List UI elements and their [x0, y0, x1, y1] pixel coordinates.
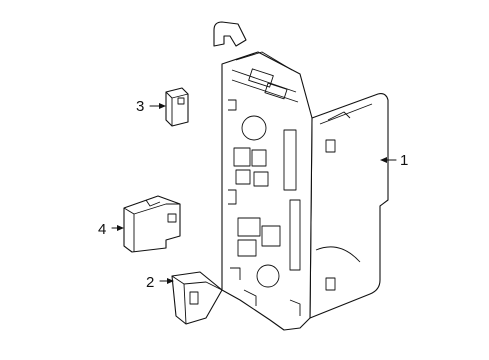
callout-3: 3 — [136, 98, 166, 115]
callout-label-3: 3 — [136, 98, 144, 115]
part-4-module — [123, 195, 181, 253]
callout-1: 1 — [380, 152, 408, 169]
callout-label-1: 1 — [400, 152, 408, 169]
part-1-junction-box — [213, 21, 389, 331]
callout-4: 4 — [98, 221, 124, 238]
callout-label-4: 4 — [98, 221, 106, 238]
callout-label-2: 2 — [146, 274, 154, 291]
callout-2: 2 — [146, 274, 174, 291]
part-3-relay — [165, 87, 189, 127]
part-2-bracket — [171, 271, 223, 325]
